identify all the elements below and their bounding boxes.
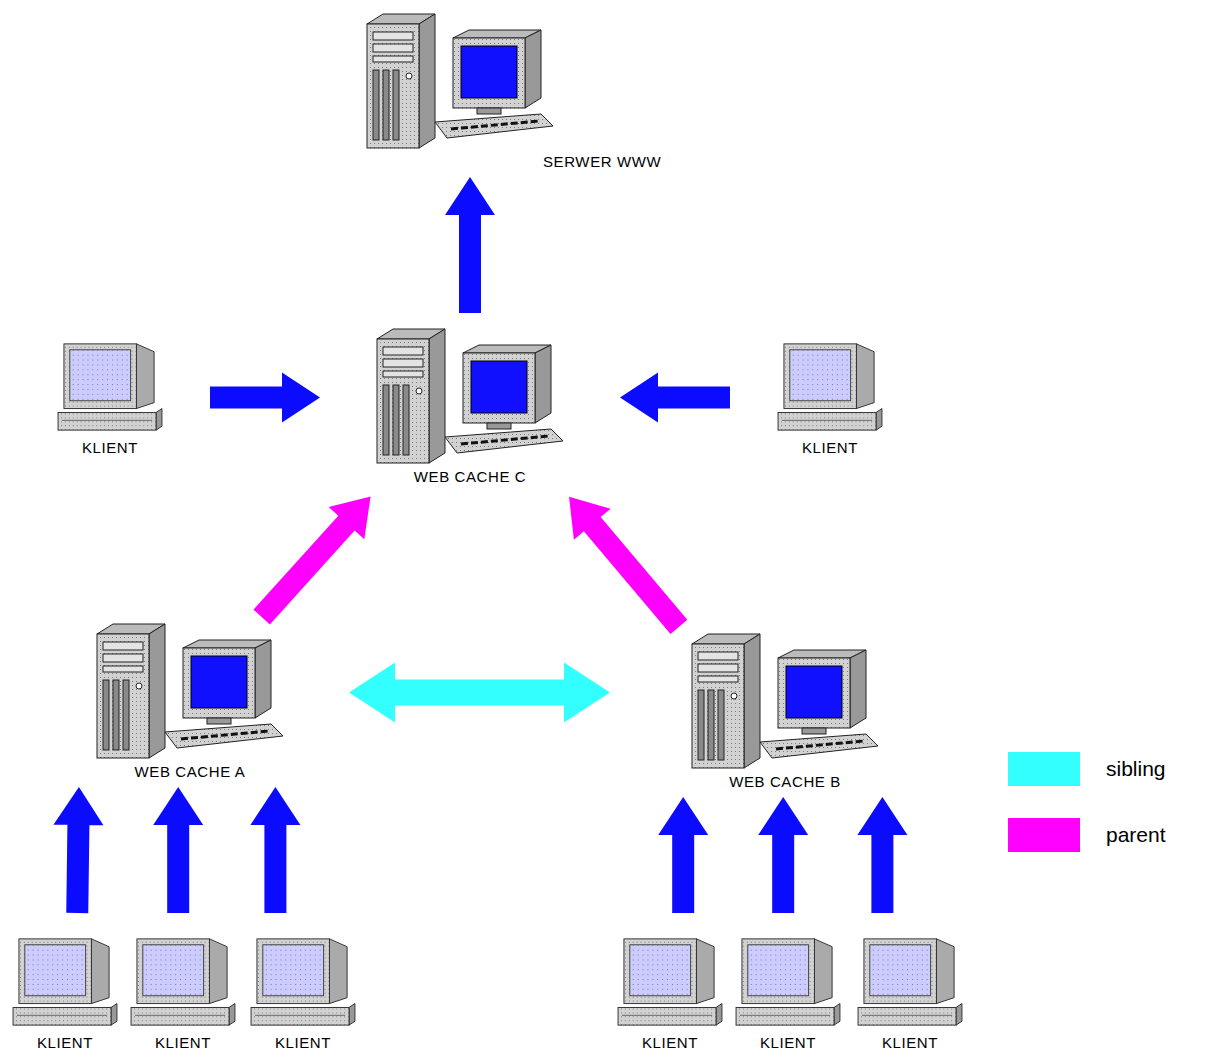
legend-text: parent [1106,823,1166,847]
icon-drawing [13,939,117,1025]
icon-drawing [377,329,563,463]
client-computer: KLIENT [610,933,730,1052]
client-icon [56,338,164,436]
label-row: KLIENT [850,1034,970,1052]
label-row: KLIENT [728,1034,848,1052]
client-icon [734,933,842,1031]
icon-drawing [367,14,553,148]
block-arrow [620,373,730,423]
label-row: SERWER WWW [365,153,670,171]
node-label: WEB CACHE C [414,468,526,486]
client-computer: KLIENT [850,933,970,1052]
icon-drawing [251,939,355,1025]
client-computer: KLIENT [5,933,125,1052]
label-row: WEB CACHE C [370,468,570,486]
server-computer: WEB CACHE C [370,325,570,486]
client-computer: KLIENT [243,933,363,1052]
node-label: WEB CACHE B [729,773,841,791]
icon-drawing [692,634,878,768]
client-icon [856,933,964,1031]
server-computer: WEB CACHE A [75,620,305,781]
block-arrow [53,787,103,913]
node-label: KLIENT [642,1034,698,1052]
legend-row: sibling [1008,752,1166,786]
label-row: KLIENT [50,439,170,457]
client-computer: KLIENT [50,338,170,457]
legend-text: sibling [1106,757,1166,781]
legend: sibling parent [1008,752,1166,884]
node-label: KLIENT [82,439,138,457]
icon-drawing [58,344,162,430]
block-arrow [153,787,203,913]
server-icon [690,630,880,770]
legend-swatch [1008,752,1080,786]
client-icon [129,933,237,1031]
client-icon [249,933,357,1031]
server-computer: SERWER WWW [365,10,670,171]
block-arrow [210,373,320,423]
block-arrow [569,497,687,634]
server-computer: WEB CACHE B [670,630,900,791]
node-label: WEB CACHE A [135,763,246,781]
node-label: KLIENT [882,1034,938,1052]
icon-drawing [131,939,235,1025]
client-icon [616,933,724,1031]
label-row: KLIENT [243,1034,363,1052]
client-computer: KLIENT [123,933,243,1052]
server-icon [375,325,565,465]
server-icon [95,620,285,760]
icon-drawing [736,939,840,1025]
block-arrow [658,797,708,913]
label-row: WEB CACHE A [75,763,305,781]
label-row: WEB CACHE B [670,773,900,791]
node-label: KLIENT [760,1034,816,1052]
client-computer: KLIENT [770,338,890,457]
icon-drawing [778,344,882,430]
icon-drawing [97,624,283,758]
client-icon [11,933,119,1031]
node-label: KLIENT [275,1034,331,1052]
block-arrow [758,797,808,913]
node-label: SERWER WWW [543,153,661,171]
icon-drawing [618,939,722,1025]
node-label: KLIENT [37,1034,93,1052]
server-icon [365,10,555,150]
label-row: KLIENT [123,1034,243,1052]
node-label: KLIENT [802,439,858,457]
block-arrow [254,496,371,624]
block-arrow [349,662,610,722]
block-arrow [250,787,300,913]
label-row: KLIENT [770,439,890,457]
client-computer: KLIENT [728,933,848,1052]
legend-row: parent [1008,818,1166,852]
client-icon [776,338,884,436]
block-arrow [857,797,907,913]
block-arrow [445,177,495,313]
icon-drawing [858,939,962,1025]
label-row: KLIENT [610,1034,730,1052]
legend-swatch [1008,818,1080,852]
label-row: KLIENT [5,1034,125,1052]
node-label: KLIENT [155,1034,211,1052]
